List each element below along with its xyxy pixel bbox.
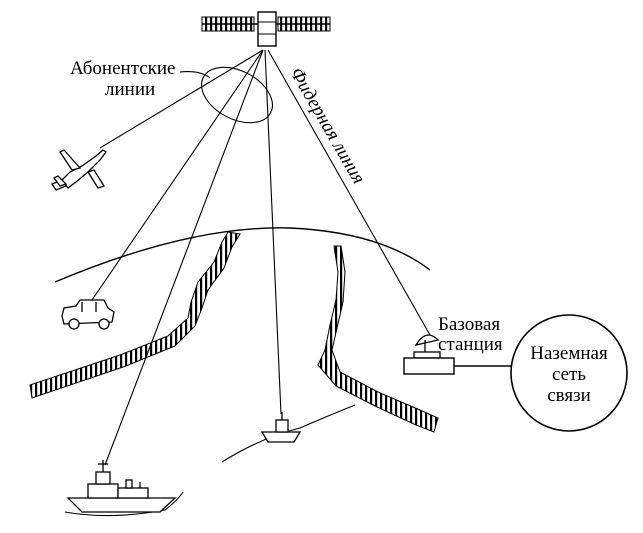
ground-network-label-1: Наземная [530,343,608,364]
coastline-left [29,231,241,399]
jeep-icon [61,299,115,330]
earth-horizon [54,227,431,283]
ground-network-circle [510,314,628,432]
ground-network-label-2: сеть [552,364,586,385]
water-ripples-center [221,404,356,463]
subscriber-lines-ellipse [201,66,273,124]
ground-network-label-3: связи [547,385,591,406]
base-station-label-2: станция [438,334,503,355]
ship-icon [66,460,177,513]
antenna-icon [413,334,441,359]
base-station-label-1: Базовая [438,314,500,335]
coastline-right [317,245,439,433]
airplane-icon [51,149,107,191]
boat-icon [260,412,302,443]
satellite-icon [201,11,331,47]
subscriber-lines-pointer [179,71,211,79]
feeder-line-label: Фидерная линия [286,64,369,188]
base-station-box [403,357,455,375]
subscriber-lines-label-2: линии [105,79,155,100]
satellite-links [91,49,431,466]
subscriber-lines-label-1: Абонентские [70,58,176,79]
